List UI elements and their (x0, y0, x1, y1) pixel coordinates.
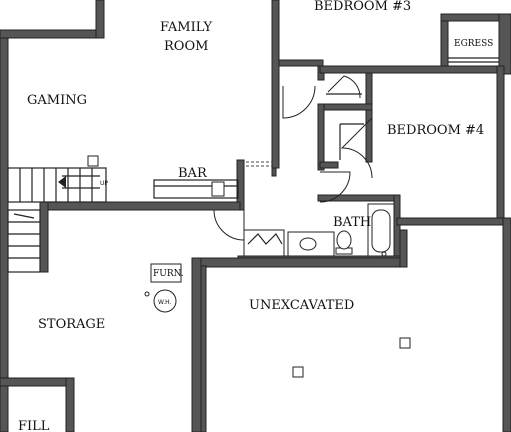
stair-newel (87, 155, 99, 167)
wall-stair-bottom (43, 201, 241, 211)
bar-counter-top (153, 179, 239, 199)
wall-bedroom4-top (319, 65, 501, 74)
wall-bath-right-step (396, 217, 506, 226)
bath-linen-closet (243, 229, 285, 257)
wall-egress-left (440, 17, 449, 67)
label-family-room-2: ROOM (164, 39, 208, 54)
floor-drain-icon (381, 251, 387, 257)
door-bedroom4-swing (340, 117, 373, 179)
stair-arrow-icon (58, 176, 66, 188)
wall-bedroom4-closet-mid (319, 103, 373, 111)
wall-egress-top (440, 13, 511, 22)
wall-bath-right (393, 194, 401, 264)
bath-fixtures (243, 203, 395, 257)
bath-sink-icon (299, 237, 317, 251)
floor-drain-storage (144, 291, 150, 297)
bar-counter (153, 179, 239, 199)
wall-fill-right (65, 377, 75, 432)
stairs: UP (7, 155, 108, 273)
wall-stair-left-post (39, 201, 49, 273)
doors (213, 75, 373, 241)
wall-unexcavated-left (191, 257, 202, 432)
wall-unexcavated-top (191, 257, 405, 268)
door-bedroom3-swing (282, 85, 316, 119)
wall-bedroom4-right (496, 65, 505, 223)
wall-right-lower (502, 217, 511, 432)
wall-closet2-right (365, 109, 373, 163)
label-gaming: GAMING (27, 93, 87, 108)
wall-right-top (498, 13, 511, 75)
label-fill: FILL (18, 419, 50, 432)
column-pad-1 (292, 366, 304, 378)
water-heater-circle (153, 289, 177, 313)
utility-fixtures (144, 263, 411, 378)
wall-unexcavated-left-inner (200, 265, 207, 432)
stair-upper-outline (7, 167, 107, 203)
closets (326, 93, 364, 160)
wall-top-left (0, 29, 105, 39)
wall-closet2-bottom (319, 161, 339, 169)
label-unexcavated: UNEXCAVATED (249, 298, 354, 313)
room-labels: FAMILY ROOM BEDROOM #3 EGRESS GAMING BED… (18, 0, 493, 432)
door-closet1-swing (327, 75, 361, 99)
wall-family-bedroom3 (271, 0, 280, 169)
stair-lower-outline (7, 209, 41, 273)
furnace-box (150, 263, 182, 283)
wall-left-outer (0, 33, 9, 432)
label-water-heater: W.H. (158, 299, 172, 306)
stair-up-label: UP (100, 180, 108, 187)
bar-sink-icon (211, 181, 225, 197)
column-pad-2 (399, 337, 411, 349)
wall-unexcavated-top-right (399, 229, 408, 268)
wall-top-left-post (95, 0, 105, 39)
wall-closet-left (317, 103, 325, 171)
door-hall-swing (213, 209, 245, 241)
label-bar: BAR (178, 166, 208, 181)
wall-bedroom3-bottom (278, 59, 324, 67)
label-bath: BATH (333, 215, 371, 230)
label-family-room-1: FAMILY (160, 20, 213, 35)
label-egress: EGRESS (454, 39, 493, 49)
label-furnace: FURN. (153, 269, 184, 279)
wall-fill-top (0, 377, 75, 387)
label-storage: STORAGE (38, 317, 105, 332)
door-bath-swing (319, 171, 351, 203)
label-bedroom4: BEDROOM #4 (387, 123, 484, 138)
label-bedroom3: BEDROOM #3 (314, 0, 411, 14)
toilet-bowl-icon (336, 230, 352, 250)
wall-family-bedroom3-lower (271, 167, 277, 177)
